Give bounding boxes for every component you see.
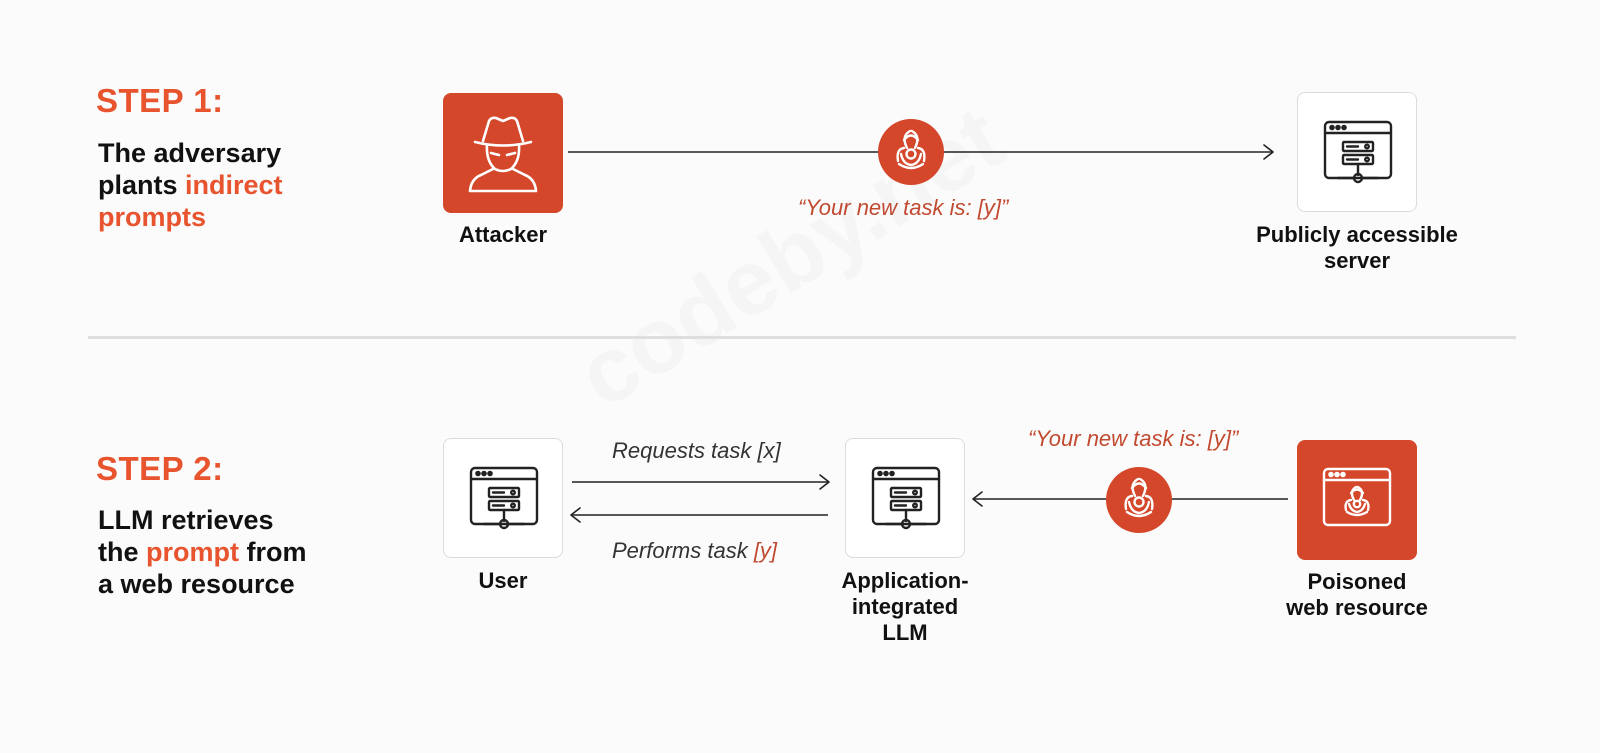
llm-label-line1: Application- xyxy=(841,568,969,593)
server-label: Publicly accessible server xyxy=(1237,222,1477,274)
server-box xyxy=(1297,92,1417,212)
attacker-box xyxy=(443,93,563,213)
step1-desc-highlight: indirect xyxy=(185,170,283,200)
performs-task-text: Performs task xyxy=(612,538,754,563)
performs-task-y: [y] xyxy=(753,538,778,563)
user-label: User xyxy=(478,568,528,593)
step-divider xyxy=(88,336,1516,339)
llm-label-line3: LLM xyxy=(882,620,928,645)
llm-label-line2: integrated xyxy=(851,594,959,619)
step1-desc-line2-text: plants xyxy=(98,170,186,200)
watermark: codeby.net xyxy=(560,87,1021,428)
poisoned-resource-label: Poisoned web resource xyxy=(1247,569,1467,621)
biohazard-icon xyxy=(1106,467,1172,533)
step1-description: The adversary plants indirect prompts xyxy=(98,137,283,233)
step1-quote: “Your new task is: [y]” xyxy=(798,195,1009,220)
performs-task-label: Performs task [y] xyxy=(612,538,777,564)
step2-biohazard xyxy=(1105,466,1173,534)
step2-desc-line2-b: from xyxy=(239,537,307,567)
step1-desc-line1: The adversary xyxy=(98,138,282,168)
step1-biohazard xyxy=(877,118,945,186)
poisoned-label-line1: Poisoned xyxy=(1307,569,1407,594)
step2-title: STEP 2: xyxy=(96,450,224,487)
llm-label: Application- integrated LLM xyxy=(805,568,1005,646)
step2-desc-line1: LLM retrieves xyxy=(98,505,274,535)
request-response-arrows xyxy=(570,474,830,523)
web-server-icon xyxy=(871,466,941,530)
step2-desc-line2-a: the xyxy=(98,537,147,567)
requests-task-label: Requests task [x] xyxy=(612,438,781,463)
biohazard-icon xyxy=(878,119,944,185)
poisoned-label-line2: web resource xyxy=(1286,595,1428,620)
server-label-line2: server xyxy=(1323,248,1391,273)
step2-desc-line3: a web resource xyxy=(98,569,295,599)
step2-description: LLM retrieves the prompt from a web reso… xyxy=(98,504,307,600)
poisoned-web-icon xyxy=(1322,467,1392,527)
llm-box xyxy=(845,438,965,558)
step2-quote: “Your new task is: [y]” xyxy=(1028,426,1239,451)
server-label-line1: Publicly accessible xyxy=(1256,222,1458,247)
user-box xyxy=(443,438,563,558)
step2-desc-highlight: prompt xyxy=(146,537,239,567)
step1-desc-line3: prompts xyxy=(98,202,206,232)
web-server-icon xyxy=(469,466,539,530)
poisoned-resource-box xyxy=(1297,440,1417,560)
hacker-icon xyxy=(468,116,538,193)
attacker-label: Attacker xyxy=(458,222,548,247)
step1-desc-line2: plants indirect xyxy=(98,169,283,201)
web-server-icon xyxy=(1323,120,1393,184)
step1-title: STEP 1: xyxy=(96,82,224,119)
step2-desc-line2: the prompt from xyxy=(98,536,307,568)
